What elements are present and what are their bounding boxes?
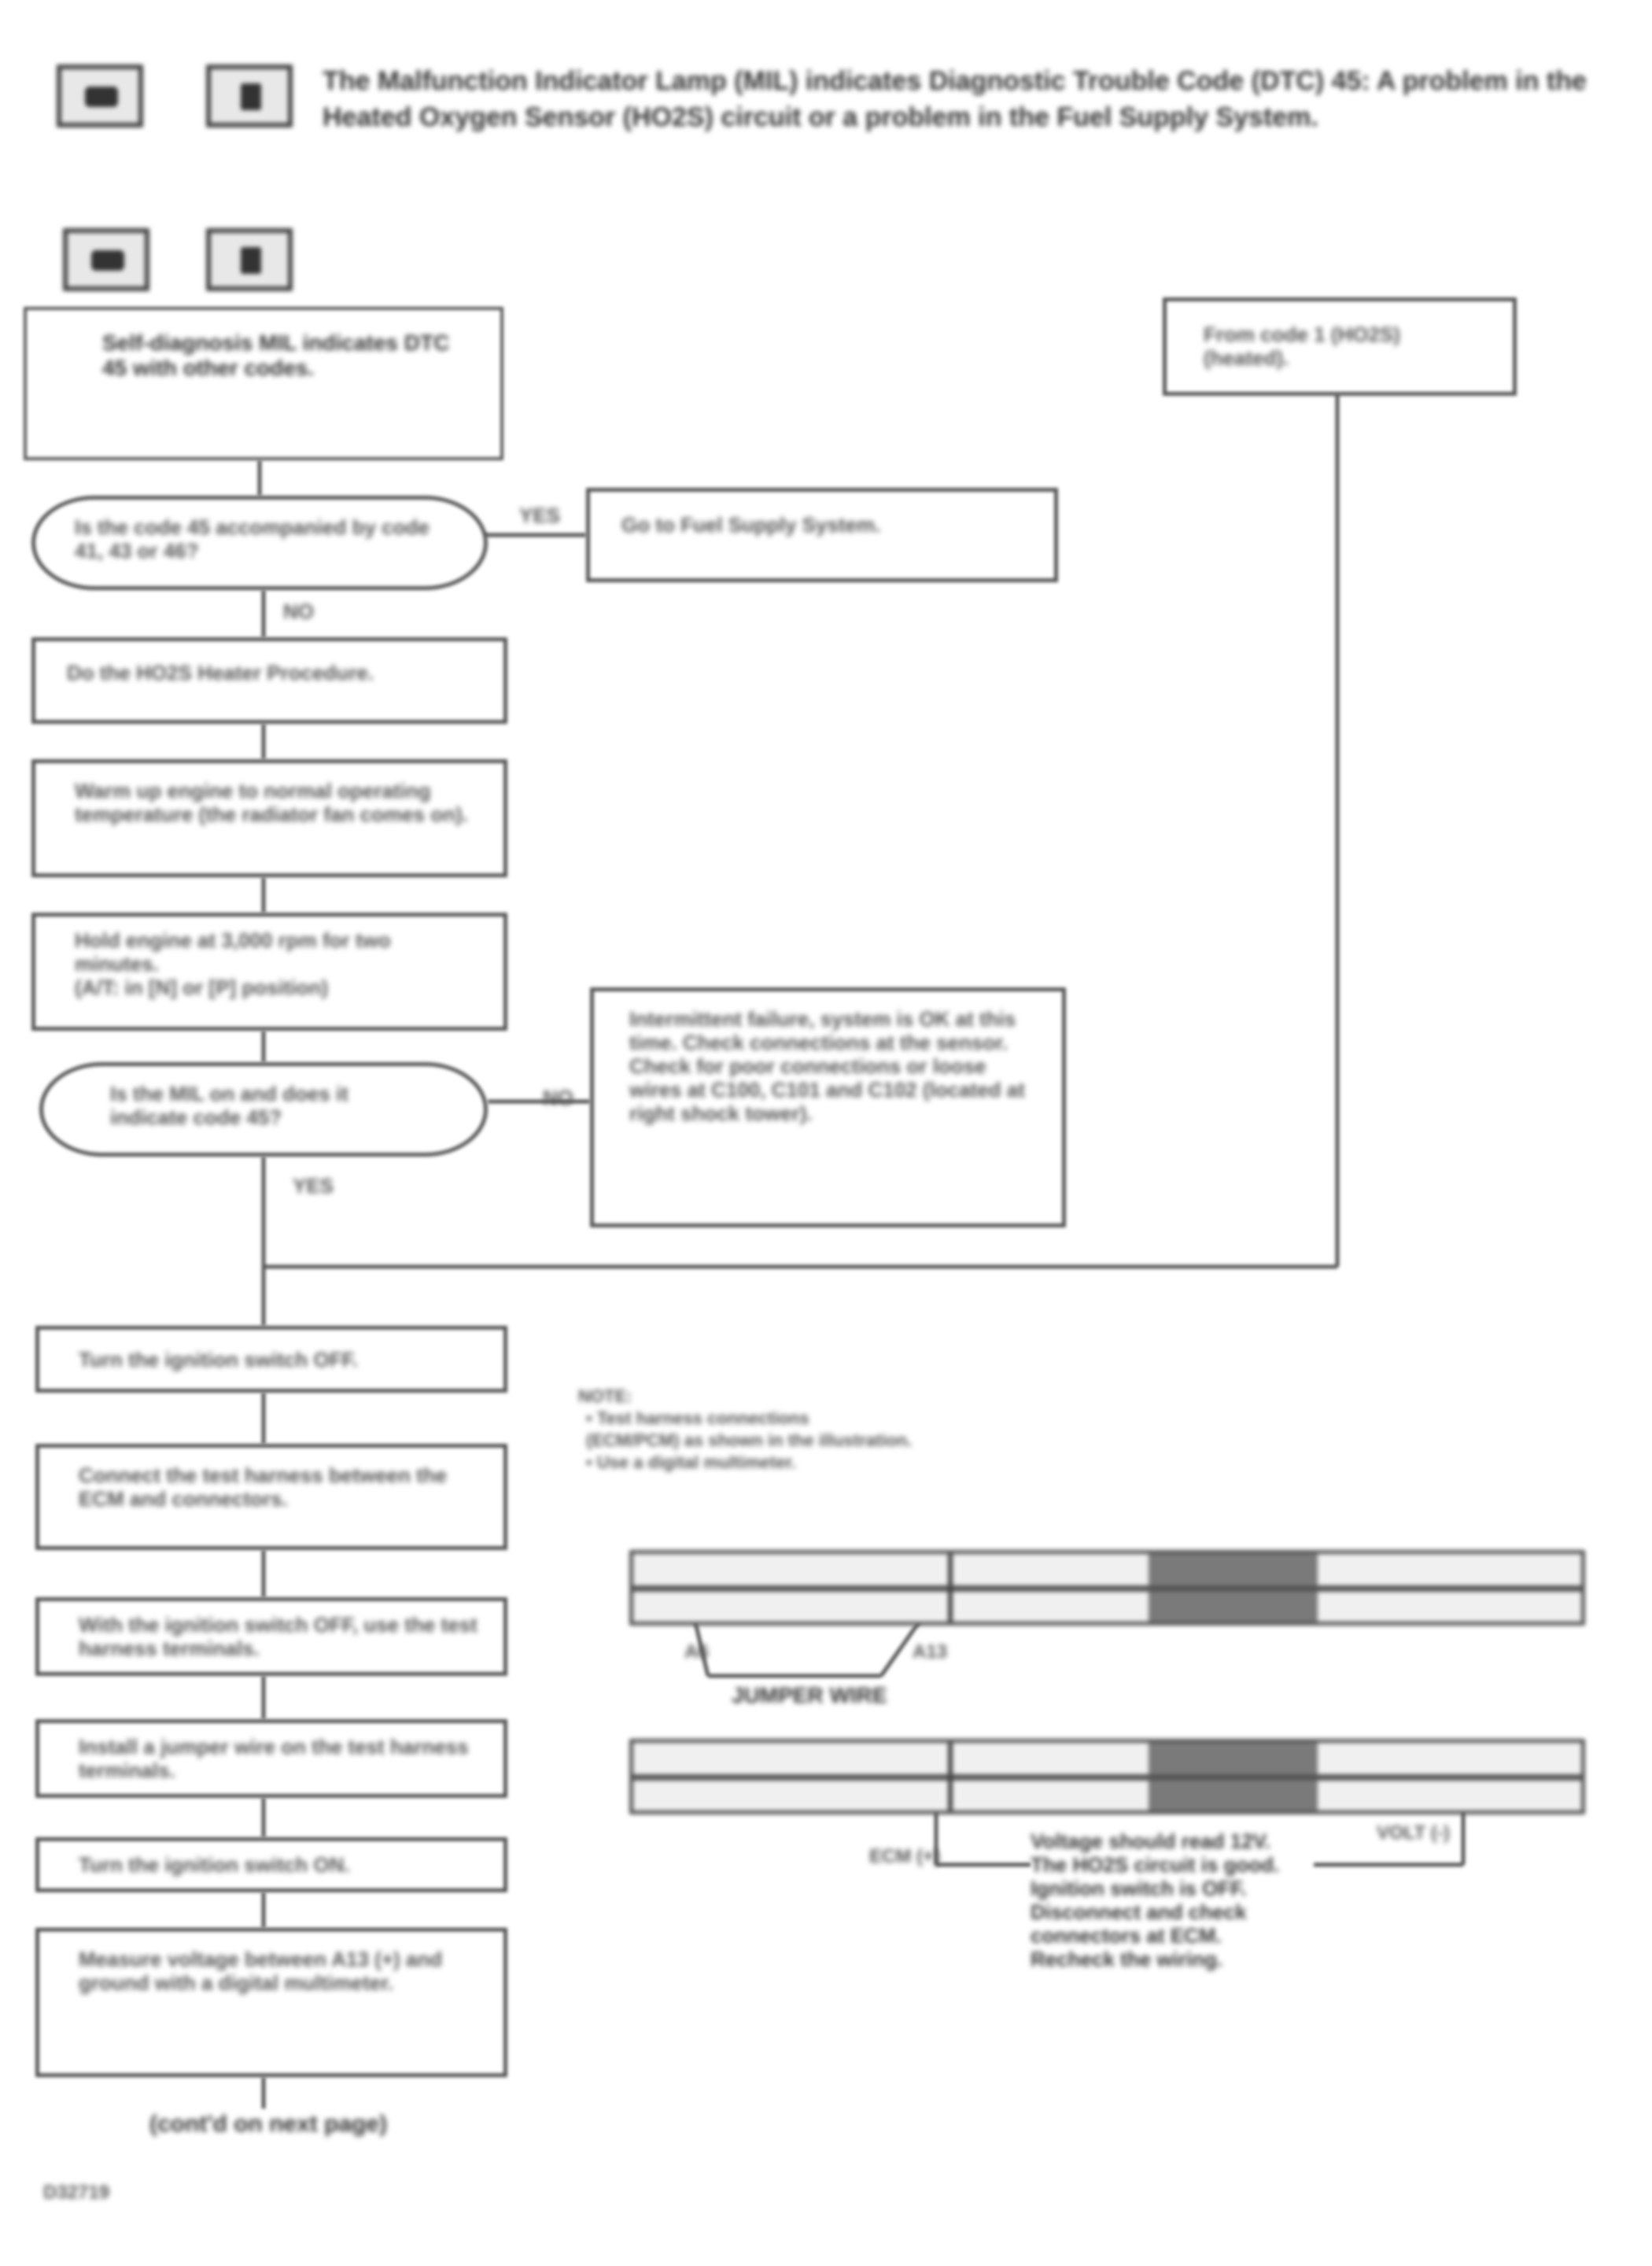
engine-icon <box>57 65 143 127</box>
flow-step-6-text: With the ignition switch OFF, use the te… <box>79 1613 478 1660</box>
flow-top-right-text: From code 1 (HO2S) (heated). <box>1204 323 1400 370</box>
flow-step-3-text: Hold engine at 3,000 rpm for two minutes… <box>75 928 391 999</box>
flow-q2-no-text: Intermittent failure, system is OK at th… <box>629 1007 1025 1125</box>
notes-line-1: • Test harness connections <box>586 1408 809 1428</box>
flow-step-3-box <box>31 913 507 1031</box>
flow-q2-yes-label: YES <box>293 1174 334 1198</box>
flow-q1-yes-label: YES <box>519 504 561 527</box>
flow-q1-yes-text: Go to Fuel Supply System. <box>621 513 881 537</box>
flow-step-8-box <box>35 1837 507 1892</box>
key-icon <box>206 228 293 291</box>
engine-icon <box>63 228 149 291</box>
connector-1-right-tick: A13 <box>913 1641 948 1663</box>
connector-2-caption: Voltage should read 12V. The HO2S circui… <box>1031 1829 1280 1971</box>
flow-decision-1 <box>31 496 488 590</box>
flow-q1-yes-box <box>586 488 1058 582</box>
flow-q2-no-box <box>590 987 1066 1227</box>
connector-bar-2 <box>629 1739 1585 1814</box>
flow-q2-no-label: NO <box>543 1086 573 1109</box>
flow-step-2-text: Warm up engine to normal operating tempe… <box>75 779 468 826</box>
flow-start-inner-box <box>75 319 468 448</box>
figure-code: D32719 <box>43 2182 110 2203</box>
flow-step-4-text: Turn the ignition switch OFF. <box>79 1348 358 1371</box>
flow-decision-1-text: Is the code 45 accompanied by code 41, 4… <box>75 515 430 563</box>
header-text: The Malfunction Indicator Lamp (MIL) ind… <box>323 66 1587 132</box>
flow-step-8-text: Turn the ignition switch ON. <box>79 1853 350 1877</box>
flow-start-text: Self-diagnosis MIL indicates DTC 45 with… <box>102 330 450 380</box>
connector-2-left-label: ECM (+) <box>869 1846 940 1867</box>
flow-step-7-box <box>35 1719 507 1798</box>
connector-bar-1 <box>629 1550 1585 1626</box>
notes-title: NOTE: <box>578 1386 632 1406</box>
flow-step-1-text: Do the HO2S Heater Procedure. <box>67 661 374 685</box>
flow-step-7-text: Install a jumper wire on the test harnes… <box>79 1735 469 1782</box>
flow-step-6-box <box>35 1597 507 1676</box>
flow-step-2-box <box>31 759 507 877</box>
key-icon <box>206 65 293 127</box>
flow-top-right-box <box>1163 297 1517 396</box>
flow-step-5-text: Connect the test harness between the ECM… <box>79 1463 448 1511</box>
flow-decision-2-text: Is the MIL on and does it indicate code … <box>110 1082 348 1129</box>
flow-step-9-text: Measure voltage between A13 (+) and grou… <box>79 1947 443 1995</box>
flow-q1-no-label: NO <box>283 600 314 623</box>
flow-step-1-box <box>31 637 507 724</box>
notes-line-3: • Use a digital multimeter. <box>586 1452 796 1472</box>
connector-1-label: JUMPER WIRE <box>732 1683 887 1707</box>
flow-step-5-box <box>35 1444 507 1550</box>
flow-footer: (cont'd on next page) <box>149 2111 388 2137</box>
flow-step-4-box <box>35 1326 507 1393</box>
flow-decision-2 <box>39 1062 488 1157</box>
notes-line-2: (ECM/PCM) as shown in the illustration. <box>586 1430 913 1450</box>
flow-step-9-box <box>35 1928 507 2077</box>
connector-2-right-label: VOLT (-) <box>1377 1822 1450 1843</box>
connector-1-left-tick: A6 <box>684 1641 709 1663</box>
